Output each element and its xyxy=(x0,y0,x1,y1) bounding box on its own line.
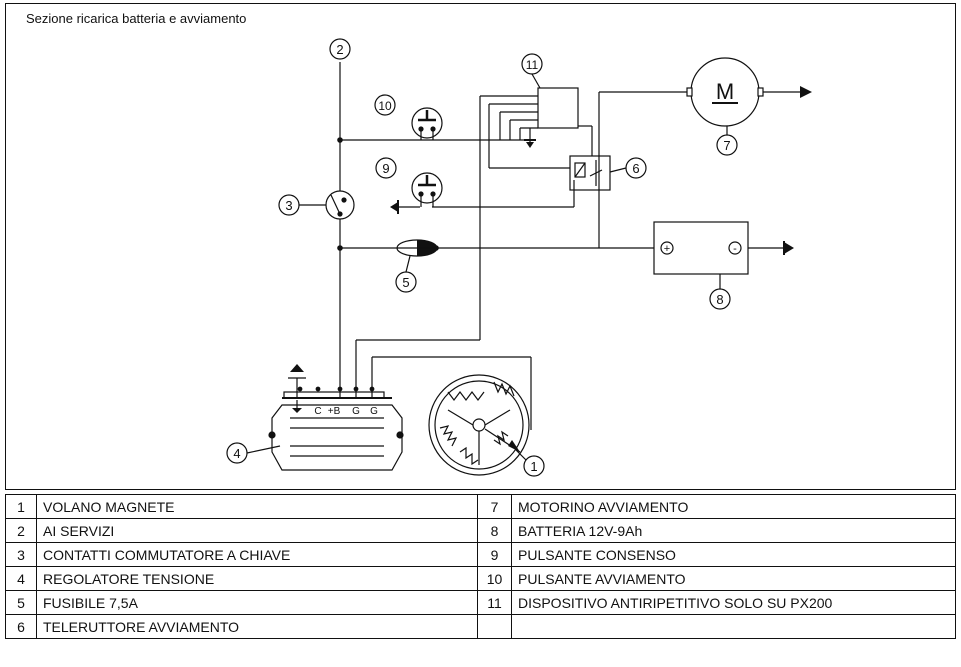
voltage-regulator-4: C +B G G xyxy=(268,386,404,471)
callout-5: 5 xyxy=(395,255,417,293)
legend-table: 1 VOLANO MAGNETE 7 MOTORINO AVVIAMENTO 2… xyxy=(5,494,956,639)
legend-num: 5 xyxy=(5,590,37,615)
callout-3: 3 xyxy=(278,194,326,216)
arrow-icon xyxy=(800,86,812,98)
legend-row: 5 FUSIBILE 7,5A 11 DISPOSITIVO ANTIRIPET… xyxy=(5,590,956,615)
wiring-diagram: 2 10 9 11 xyxy=(226,38,812,477)
legend-num: 1 xyxy=(5,494,37,519)
callout-4: 4 xyxy=(226,442,281,464)
legend-text: PULSANTE CONSENSO xyxy=(511,542,956,567)
legend-num: 11 xyxy=(477,590,512,615)
legend-num: 10 xyxy=(477,566,512,591)
callout-11: 11 xyxy=(521,53,543,89)
legend-text: CONTATTI COMMUTATORE A CHIAVE xyxy=(36,542,478,567)
legend-text: AI SERVIZI xyxy=(36,518,478,543)
legend-num: 3 xyxy=(5,542,37,567)
antirepeat-device-11 xyxy=(537,87,579,129)
arrow-icon xyxy=(783,241,794,255)
legend-text: PULSANTE AVVIAMENTO xyxy=(511,566,956,591)
starter-motor-7: M xyxy=(686,57,764,127)
start-button-10 xyxy=(411,107,443,140)
fuse-5 xyxy=(396,239,438,257)
legend-row: 6 TELERUTTORE AVVIAMENTO xyxy=(5,614,956,639)
legend-text: FUSIBILE 7,5A xyxy=(36,590,478,615)
start-relay-6 xyxy=(569,155,611,191)
ground-icon xyxy=(288,364,306,413)
legend-num: 2 xyxy=(5,518,37,543)
legend-text: DISPOSITIVO ANTIRIPETITIVO SOLO SU PX200 xyxy=(511,590,956,615)
callout-8: 8 xyxy=(709,274,731,310)
callout-9: 9 xyxy=(375,157,397,179)
legend-text xyxy=(511,614,956,639)
legend-text: MOTORINO AVVIAMENTO xyxy=(511,494,956,519)
svg-text:1: 1 xyxy=(530,459,537,474)
legend-text: VOLANO MAGNETE xyxy=(36,494,478,519)
callout-1: 1 xyxy=(515,449,545,477)
legend-text: REGOLATORE TENSIONE xyxy=(36,566,478,591)
callout-6: 6 xyxy=(609,157,647,179)
svg-text:6: 6 xyxy=(632,161,639,176)
legend-num: 9 xyxy=(477,542,512,567)
wiring-lines xyxy=(296,62,800,430)
svg-text:10: 10 xyxy=(378,99,392,113)
legend-row: 3 CONTATTI COMMUTATORE A CHIAVE 9 PULSAN… xyxy=(5,542,956,567)
legend-text: BATTERIA 12V-9Ah xyxy=(511,518,956,543)
legend-num: 6 xyxy=(5,614,37,639)
legend-num: 8 xyxy=(477,518,512,543)
svg-text:G: G xyxy=(352,406,360,417)
svg-text:+B: +B xyxy=(328,406,341,417)
legend-num xyxy=(477,614,512,639)
svg-text:8: 8 xyxy=(716,292,723,307)
callout-2: 2 xyxy=(329,38,351,60)
battery-8: + - xyxy=(653,221,749,275)
callout-7: 7 xyxy=(716,126,738,156)
ground-icon xyxy=(390,200,399,214)
consent-button-9 xyxy=(411,172,443,207)
svg-text:9: 9 xyxy=(382,161,389,176)
svg-text:4: 4 xyxy=(233,446,240,461)
legend-text: TELERUTTORE AVVIAMENTO xyxy=(36,614,478,639)
legend-row: 4 REGOLATORE TENSIONE 10 PULSANTE AVVIAM… xyxy=(5,566,956,591)
svg-text:+: + xyxy=(664,243,670,255)
svg-text:2: 2 xyxy=(336,42,343,57)
flywheel-magneto-1 xyxy=(428,374,530,476)
legend-row: 1 VOLANO MAGNETE 7 MOTORINO AVVIAMENTO xyxy=(5,494,956,519)
svg-text:7: 7 xyxy=(723,138,730,153)
callout-10: 10 xyxy=(374,94,396,116)
svg-text:-: - xyxy=(733,243,737,255)
svg-text:G: G xyxy=(370,406,378,417)
svg-text:11: 11 xyxy=(526,58,539,72)
ground-icon xyxy=(524,139,536,148)
legend-row: 2 AI SERVIZI 8 BATTERIA 12V-9Ah xyxy=(5,518,956,543)
svg-text:3: 3 xyxy=(285,198,292,213)
diagram-frame xyxy=(5,3,956,490)
key-switch-3 xyxy=(325,188,355,222)
legend-num: 7 xyxy=(477,494,512,519)
diagram-title: Sezione ricarica batteria e avviamento xyxy=(26,11,247,26)
svg-text:5: 5 xyxy=(402,275,409,290)
legend-num: 4 xyxy=(5,566,37,591)
svg-text:C: C xyxy=(314,406,321,417)
svg-text:M: M xyxy=(716,79,734,104)
